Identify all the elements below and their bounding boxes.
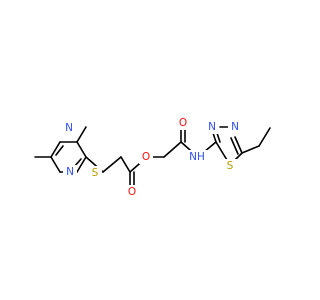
atom-label-o-carbonyl-amide: O: [179, 117, 187, 129]
bond: [230, 137, 239, 155]
atom-label-n3: N: [66, 166, 74, 178]
bond: [76, 126, 87, 143]
bond: [120, 156, 131, 173]
bond: [258, 127, 271, 147]
bond: [50, 156, 61, 173]
bond: [163, 141, 182, 158]
bond: [234, 136, 243, 154]
molecule-structure-diagram: N N S O O O NH N N S: [34, 116, 271, 199]
bond: [241, 145, 260, 154]
bond: [102, 156, 122, 173]
atom-label-o-carbonyl-ester: O: [128, 186, 136, 198]
atom-label-nh: NH: [189, 151, 205, 163]
atom-label-s-thioether: S: [92, 167, 99, 179]
bond: [55, 145, 64, 156]
atom-label-o-ester: O: [142, 151, 150, 163]
bond: [76, 141, 87, 158]
bond: [76, 156, 87, 173]
bond: [50, 141, 61, 158]
atom-label-n-thiadiazole-1: N: [208, 121, 216, 133]
atom-label-s-thiadiazole: S: [227, 160, 234, 172]
atom-label-n-thiadiazole-2: N: [231, 121, 239, 133]
atom-label-n1: N: [65, 122, 73, 134]
atom-label-layer: N N S O O O NH N N S: [62, 116, 242, 199]
